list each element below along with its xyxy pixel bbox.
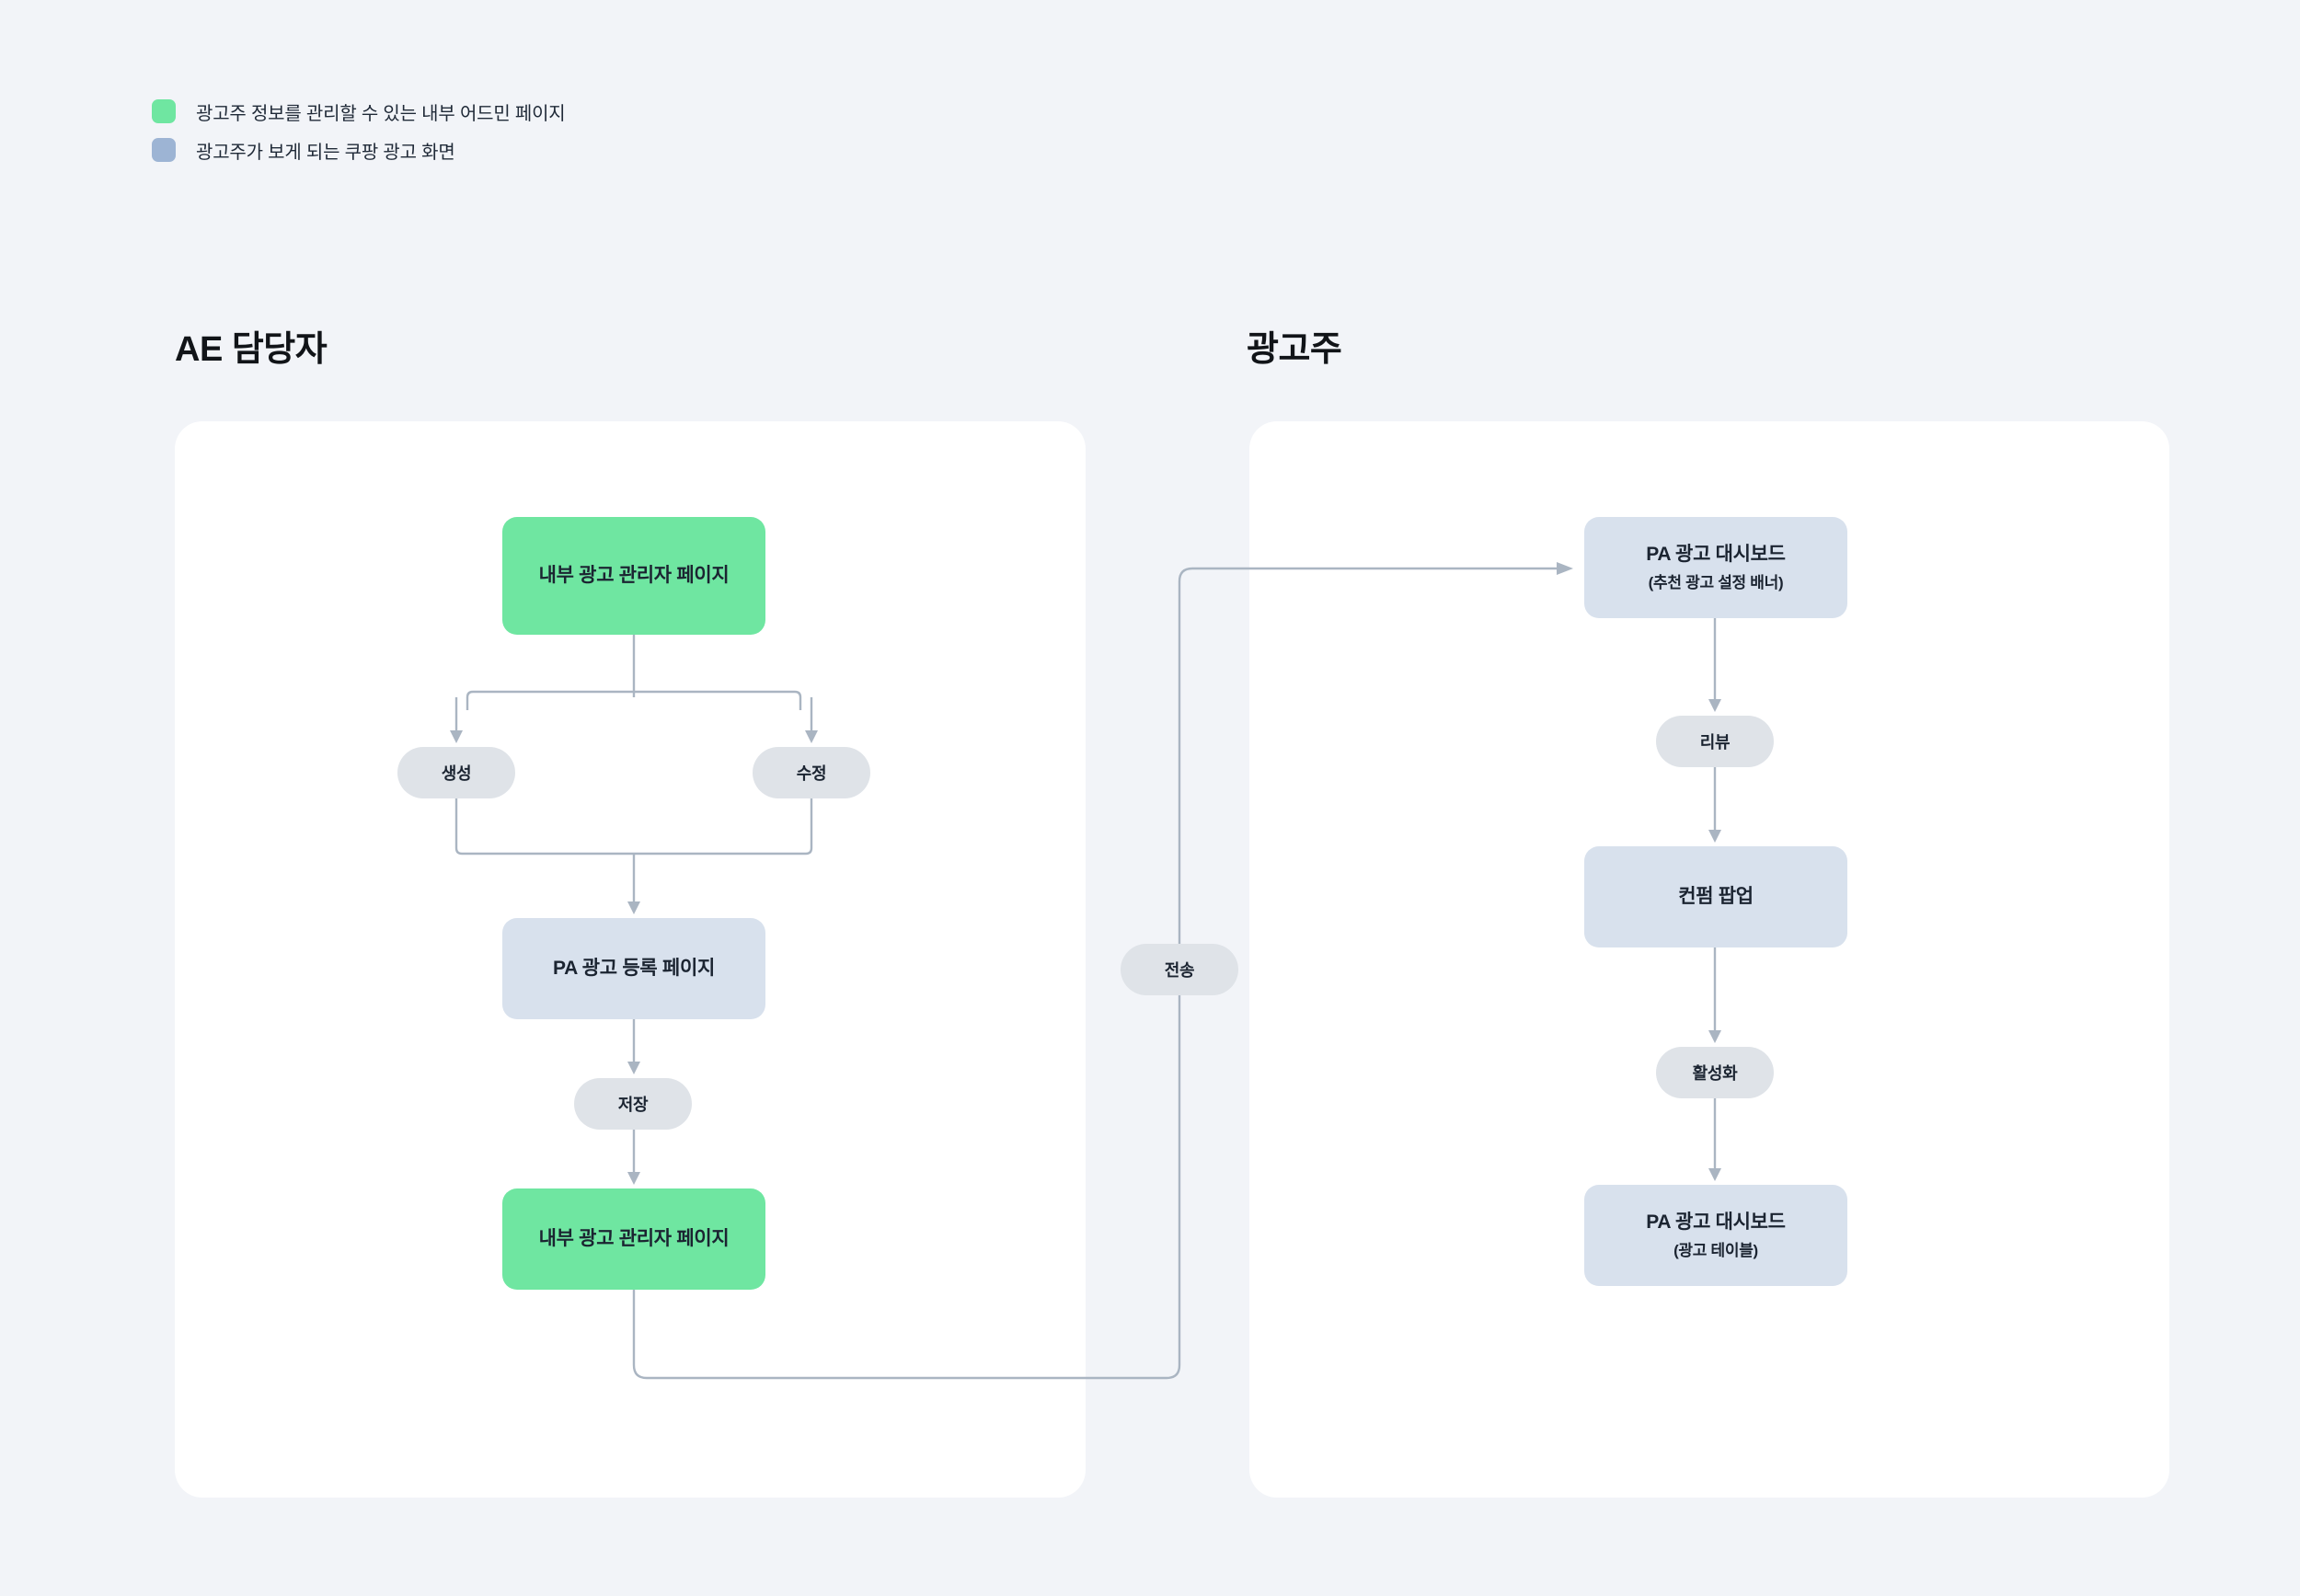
legend-item-advertiser: 광고주가 보게 되는 쿠팡 광고 화면 bbox=[152, 131, 566, 169]
node-confirm-popup[interactable]: 컨펌 팝업 bbox=[1584, 846, 1847, 947]
action-label: 리뷰 bbox=[1699, 733, 1731, 752]
node-sublabel: (광고 테이블) bbox=[1673, 1242, 1758, 1259]
action-label: 생성 bbox=[441, 764, 472, 783]
legend-label-admin: 광고주 정보를 관리할 수 있는 내부 어드민 페이지 bbox=[196, 103, 566, 124]
node-internal-admin-page-bottom[interactable]: 내부 광고 관리자 페이지 bbox=[502, 1188, 765, 1290]
legend-label-advertiser: 광고주가 보게 되는 쿠팡 광고 화면 bbox=[196, 142, 455, 163]
action-pill-save[interactable]: 저장 bbox=[574, 1078, 692, 1130]
action-pill-review[interactable]: 리뷰 bbox=[1656, 716, 1774, 767]
node-pa-dashboard-banner[interactable]: PA 광고 대시보드 (추천 광고 설정 배너) bbox=[1584, 517, 1847, 618]
action-pill-activate[interactable]: 활성화 bbox=[1656, 1047, 1774, 1098]
column-title-ae: AE 담당자 bbox=[175, 330, 328, 369]
legend: 광고주 정보를 관리할 수 있는 내부 어드민 페이지 광고주가 보게 되는 쿠… bbox=[152, 92, 566, 169]
green-square-swatch-icon bbox=[152, 99, 176, 123]
node-pa-dashboard-table[interactable]: PA 광고 대시보드 (광고 테이블) bbox=[1584, 1185, 1847, 1286]
column-title-advertiser: 광고주 bbox=[1247, 330, 1342, 369]
node-label: PA 광고 대시보드 bbox=[1646, 543, 1786, 565]
blue-square-swatch-icon bbox=[152, 138, 176, 162]
action-pill-edit[interactable]: 수정 bbox=[753, 747, 870, 798]
action-label: 전송 bbox=[1164, 961, 1195, 980]
node-label: PA 광고 등록 페이지 bbox=[553, 957, 715, 979]
action-pill-transfer[interactable]: 전송 bbox=[1121, 944, 1238, 995]
legend-item-admin: 광고주 정보를 관리할 수 있는 내부 어드민 페이지 bbox=[152, 92, 566, 131]
action-pill-create[interactable]: 생성 bbox=[397, 747, 515, 798]
node-label: 컨펌 팝업 bbox=[1678, 885, 1754, 907]
node-internal-admin-page-top[interactable]: 내부 광고 관리자 페이지 bbox=[502, 517, 765, 635]
node-label: 내부 광고 관리자 페이지 bbox=[538, 1227, 730, 1249]
node-pa-ad-registration-page[interactable]: PA 광고 등록 페이지 bbox=[502, 918, 765, 1019]
action-label: 저장 bbox=[617, 1096, 649, 1114]
action-label: 수정 bbox=[796, 764, 827, 783]
node-label: PA 광고 대시보드 bbox=[1646, 1211, 1786, 1233]
node-label: 내부 광고 관리자 페이지 bbox=[538, 564, 730, 586]
action-label: 활성화 bbox=[1692, 1064, 1738, 1083]
node-sublabel: (추천 광고 설정 배너) bbox=[1648, 574, 1784, 591]
